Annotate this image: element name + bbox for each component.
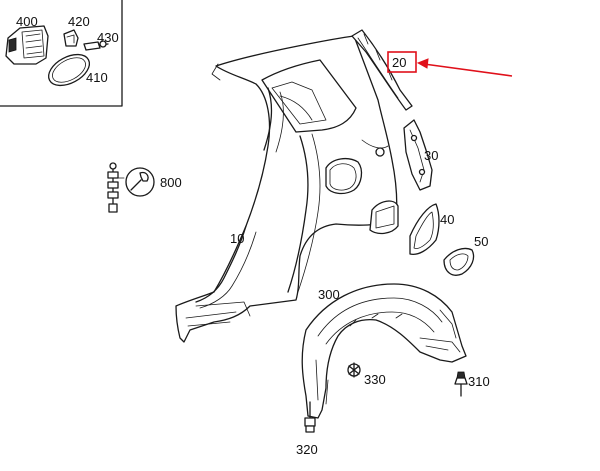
- highlight-box: [387, 51, 417, 73]
- liner-clip-330-part[interactable]: 330: [347, 362, 386, 387]
- part-label-420: 420: [68, 14, 90, 29]
- rear-side-panel-part[interactable]: 10: [175, 35, 399, 343]
- part-label-310: 310: [468, 374, 490, 389]
- fuel-door-bolt-part[interactable]: [83, 40, 109, 51]
- part-label-30: 30: [424, 148, 438, 163]
- wheel-arch-liner-part[interactable]: 300: [301, 283, 467, 419]
- repair-kit-part[interactable]: 800: [107, 162, 182, 213]
- part-label-400: 400: [16, 14, 38, 29]
- part-label-10: 10: [230, 231, 244, 246]
- small-cover-part[interactable]: 50: [443, 234, 488, 276]
- liner-screw-320-part[interactable]: 320: [296, 401, 318, 457]
- part-label-430: 430: [97, 30, 119, 45]
- pillar-reinforcement-part[interactable]: 20: [351, 29, 513, 111]
- part-label-320: 320: [296, 442, 318, 457]
- part-label-50: 50: [474, 234, 488, 249]
- part-label-300: 300: [318, 287, 340, 302]
- part-label-800: 800: [160, 175, 182, 190]
- part-label-330: 330: [364, 372, 386, 387]
- fuel-door-housing-part[interactable]: [5, 25, 49, 65]
- fuel-door-inset: 400 420 430 410: [0, 0, 123, 107]
- part-label-40: 40: [440, 212, 454, 227]
- liner-screw-310-part[interactable]: 310: [454, 371, 490, 397]
- part-label-410: 410: [86, 70, 108, 85]
- lamp-frame-part[interactable]: 40: [409, 203, 454, 256]
- lamp-bracket-part[interactable]: 30: [403, 119, 438, 191]
- highlight-arrow: [416, 58, 513, 77]
- fuel-door-clip-part[interactable]: [63, 29, 79, 47]
- part-label-20: 20: [392, 55, 406, 70]
- fuel-door-flap-part[interactable]: [43, 48, 94, 92]
